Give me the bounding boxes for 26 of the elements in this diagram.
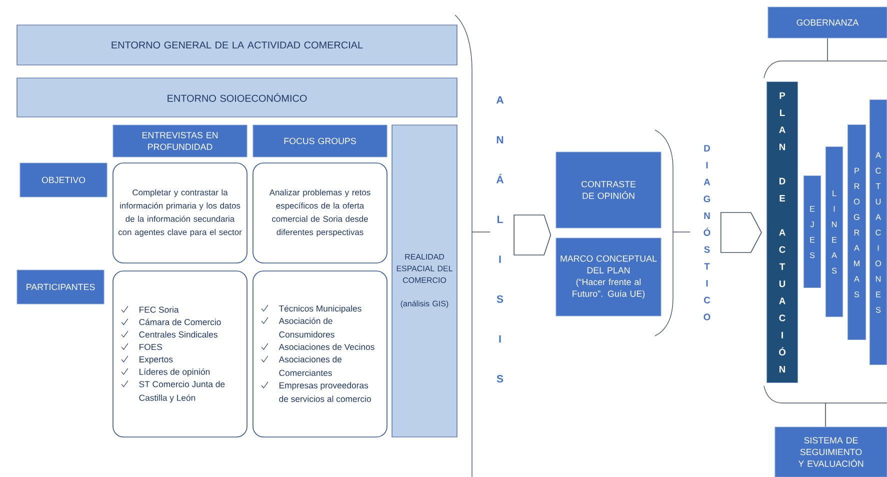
section-box: ENTORNO SOIOECONÓMICO xyxy=(16,78,458,118)
vertical-bar: PLAN DE ACTUACIÓN xyxy=(766,81,798,384)
header-box: ENTREVISTAS EN PROFUNDIDAD xyxy=(112,124,248,158)
process-box: MARCO CONCEPTUAL DEL PLAN (“Hacer frente al Futuro”. Guía UE) xyxy=(556,238,662,316)
block-arrow xyxy=(514,214,552,256)
connector-line xyxy=(827,38,828,62)
block-arrow xyxy=(720,212,762,253)
vertical-bar: PROGRAMAS xyxy=(847,124,866,340)
header-box: FOCUS GROUPS xyxy=(252,124,388,158)
process-box: CONTRASTE DE OPINIÓN xyxy=(556,152,662,228)
connector-line xyxy=(825,402,826,428)
row-label-box: OBJETIVO xyxy=(20,162,108,198)
row-label-box: PARTICIPANTES xyxy=(16,270,104,304)
vertical-bar: EJES xyxy=(803,175,822,288)
vertical-label: DIAGNÓSTICO xyxy=(704,145,710,320)
vertical-bar: ACTUACIONES xyxy=(869,99,887,366)
vertical-label: ANÁLISIS xyxy=(496,96,504,382)
header-box: SISTEMA DE SEGUIMIENTO Y EVALUACIÓN xyxy=(774,426,887,477)
list-box: FEC Soria Cámara de Comercio Centrales Sindicales FOES Expertos Líderes de opinión ST Comercio Junta de Castilla y León xyxy=(112,270,248,438)
bracket xyxy=(764,60,887,404)
text-box: Completar y contrastar la información primaria y los datos de la información secundaria con agentes clave para el sector xyxy=(112,162,248,264)
header-box: GOBERNANZA xyxy=(768,6,887,38)
vertical-bar: LINEAS xyxy=(825,146,844,318)
text-box: Analizar problemas y retos específicos de la oferta comercial de Soria desde diferentes perspectivas xyxy=(252,162,388,264)
list-box: Técnicos Municipales Asociación de Consumidores Asociaciones de Vecinos Asociaciones de Comerciantes Empresas proveedoras de servicios al comercio xyxy=(252,270,388,438)
section-box: ENTORNO GENERAL DE LA ACTIVIDAD COMERCIAL xyxy=(16,24,458,66)
